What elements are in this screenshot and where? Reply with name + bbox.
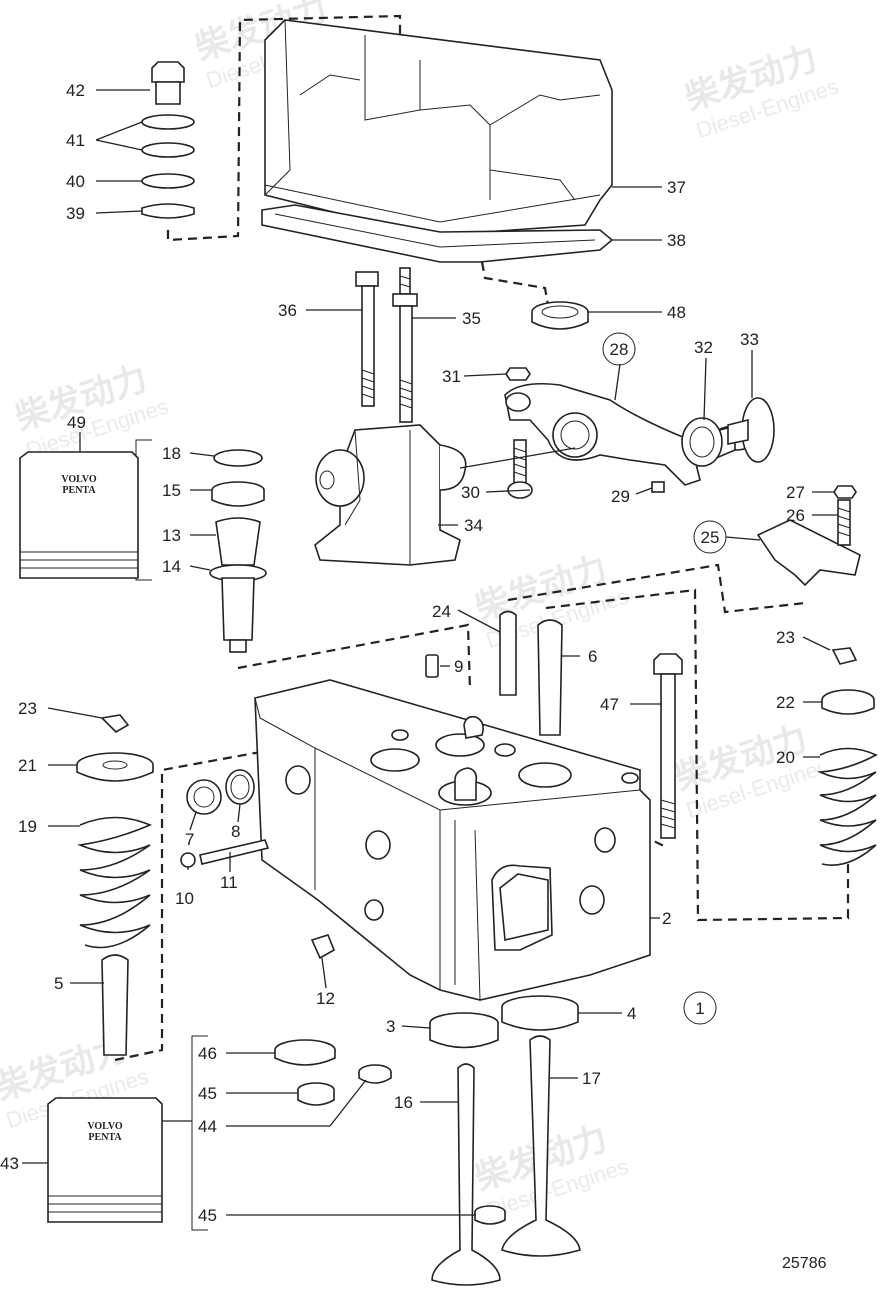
label-37: 37 <box>667 178 686 197</box>
label-8: 8 <box>231 822 240 841</box>
label-38: 38 <box>667 231 686 250</box>
leader-lines <box>22 89 838 1231</box>
label-23-left: 23 <box>18 699 37 718</box>
label-27: 27 <box>786 483 805 502</box>
kit-box-49: VOLVO PENTA <box>19 451 139 579</box>
label-24: 24 <box>432 602 451 621</box>
label-44: 44 <box>198 1117 217 1136</box>
label-47: 47 <box>600 695 619 714</box>
injector-sleeve-parts <box>209 449 267 653</box>
label-33: 33 <box>740 330 759 349</box>
label-4: 4 <box>627 1004 636 1023</box>
label-22: 22 <box>776 693 795 712</box>
label-35: 35 <box>462 309 481 328</box>
label-3: 3 <box>386 1017 395 1036</box>
label-46: 46 <box>198 1044 217 1063</box>
label-23-right: 23 <box>776 628 795 647</box>
rocker-bracket <box>314 424 467 566</box>
kit-brand-line1: VOLVO <box>87 1121 123 1132</box>
label-26: 26 <box>786 506 805 525</box>
small-seals <box>274 1039 506 1225</box>
label-40: 40 <box>66 172 85 191</box>
label-28: 28 <box>610 340 629 359</box>
long-bolt <box>653 653 683 839</box>
label-9: 9 <box>454 657 463 676</box>
label-43: 43 <box>0 1154 19 1173</box>
callout-circle-25 <box>693 520 727 554</box>
label-18: 18 <box>162 444 181 463</box>
label-31: 31 <box>442 367 461 386</box>
label-17: 17 <box>582 1069 601 1088</box>
kit-brand-line1: VOLVO <box>61 474 97 485</box>
part-labels: 42 41 40 39 37 38 48 36 35 31 28 32 33 4… <box>0 81 805 1225</box>
rocker-arm <box>504 382 701 486</box>
label-45-lower: 45 <box>198 1206 217 1225</box>
valve-guides <box>425 610 563 736</box>
label-41: 41 <box>66 131 85 150</box>
label-2: 2 <box>662 909 671 928</box>
label-16: 16 <box>394 1093 413 1112</box>
label-14: 14 <box>162 557 181 576</box>
label-45-upper: 45 <box>198 1084 217 1103</box>
label-29: 29 <box>611 487 630 506</box>
label-13: 13 <box>162 526 181 545</box>
label-42: 42 <box>66 81 85 100</box>
adjust-screw-nut <box>505 367 665 499</box>
cylinder-head <box>254 679 651 1001</box>
label-34: 34 <box>464 516 483 535</box>
kit-brand-line2: PENTA <box>88 1132 122 1143</box>
valve-seats <box>429 995 579 1049</box>
label-20: 20 <box>776 748 795 767</box>
label-25: 25 <box>701 528 720 547</box>
valve-cover <box>264 19 613 236</box>
label-10: 10 <box>175 889 194 908</box>
seal-ring <box>531 301 589 330</box>
label-1: 1 <box>695 999 704 1018</box>
label-39: 39 <box>66 204 85 223</box>
kit-box-43: VOLVO PENTA <box>47 1097 163 1223</box>
cover-gasket <box>261 204 614 263</box>
label-12: 12 <box>316 989 335 1008</box>
valve-bridge <box>756 485 861 587</box>
label-5: 5 <box>54 974 63 993</box>
label-36: 36 <box>278 301 297 320</box>
drawing-number: 25786 <box>782 1255 827 1272</box>
label-21: 21 <box>18 756 37 775</box>
rocker-shaft-parts <box>680 397 775 467</box>
kit-brand-line2: PENTA <box>62 485 96 496</box>
callout-circle-1 <box>683 991 717 1025</box>
callout-circle-28 <box>602 332 636 366</box>
cover-fastener-stack <box>141 61 195 219</box>
label-30: 30 <box>461 483 480 502</box>
label-15: 15 <box>162 481 181 500</box>
label-11: 11 <box>220 873 238 892</box>
right-spring-assembly <box>816 647 878 866</box>
label-48: 48 <box>667 303 686 322</box>
label-32: 32 <box>694 338 713 357</box>
label-49: 49 <box>67 413 86 432</box>
label-7: 7 <box>185 830 194 849</box>
valves <box>431 1035 581 1286</box>
label-6: 6 <box>588 647 597 666</box>
label-19: 19 <box>18 817 37 836</box>
plugs-and-pins <box>180 769 336 960</box>
bolts-36-35 <box>355 267 418 423</box>
left-spring-assembly <box>76 714 154 1056</box>
